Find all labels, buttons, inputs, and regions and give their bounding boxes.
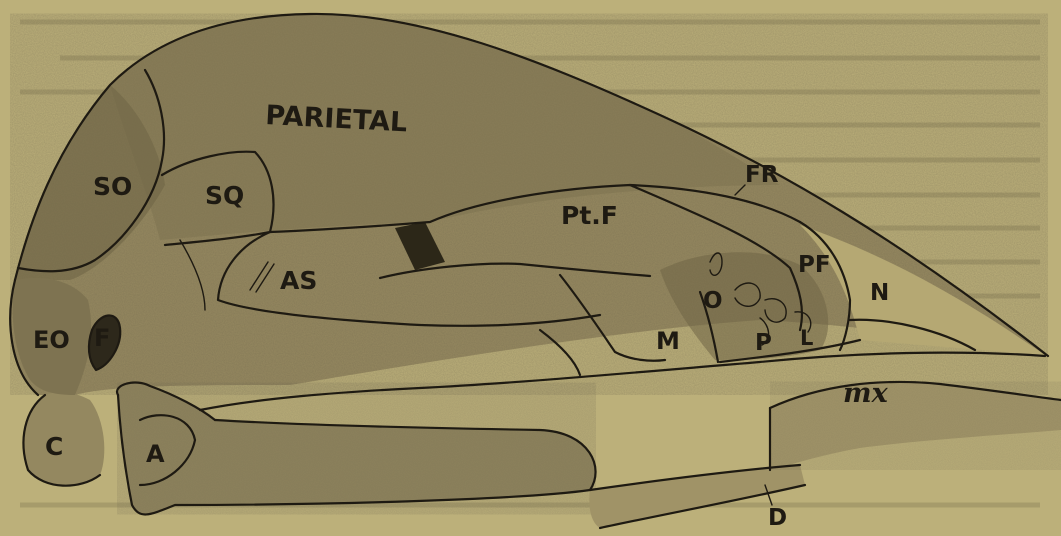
- label-palatine: P: [755, 330, 772, 356]
- condyle: [23, 392, 104, 485]
- label-nasal: N: [870, 280, 889, 306]
- label-foramen: F: [94, 324, 110, 352]
- label-alisphenoid: AS: [280, 266, 317, 295]
- label-frontal: FR: [745, 162, 779, 188]
- label-maxilla: mx: [843, 378, 889, 409]
- label-dentary: D: [768, 505, 787, 531]
- label-prefrontal: PF: [798, 252, 831, 278]
- label-orbit: O: [703, 288, 723, 314]
- label-pterygoid-frontal: Pt.F: [561, 201, 618, 230]
- label-supraoccipital: SO: [93, 172, 132, 201]
- label-articular: A: [146, 440, 165, 468]
- label-condyle: C: [45, 432, 63, 461]
- label-squamosal: SQ: [205, 181, 244, 210]
- label-exoccipital: EO: [33, 326, 70, 354]
- label-lacrimal: L: [800, 326, 813, 350]
- label-maxillary: M: [656, 327, 680, 355]
